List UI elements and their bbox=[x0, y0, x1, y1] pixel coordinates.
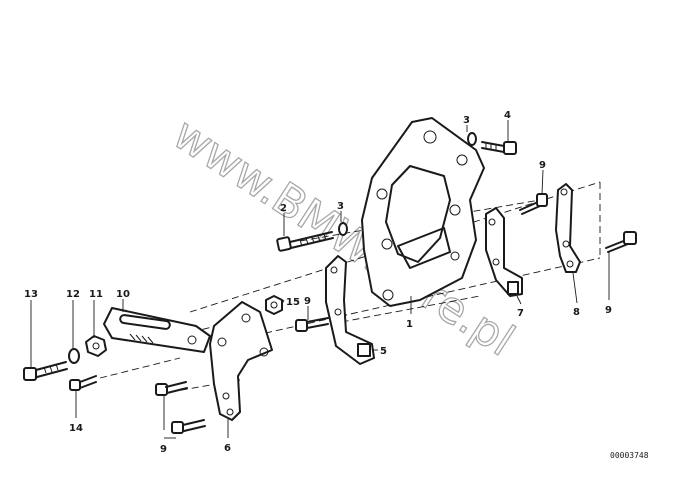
bolt-9d bbox=[155, 381, 206, 434]
nut-11 bbox=[85, 335, 107, 357]
callout-8: 8 bbox=[573, 307, 580, 318]
bolt-9b bbox=[605, 231, 637, 253]
bracket-5 bbox=[325, 255, 375, 365]
callout-12: 12 bbox=[66, 289, 80, 300]
callouts: 1 2 3 3 4 5 6 7 8 9 9 9 9 10 11 12 13 14… bbox=[24, 110, 612, 455]
washer-3a bbox=[338, 222, 348, 236]
callout-6: 6 bbox=[224, 443, 231, 454]
bolt-2 bbox=[276, 231, 334, 252]
bolt-4 bbox=[481, 141, 517, 155]
leader-lines bbox=[30, 120, 610, 439]
callout-9d: 9 bbox=[160, 444, 167, 455]
callout-15: 15 bbox=[286, 297, 300, 308]
washer-12 bbox=[68, 348, 80, 364]
washer-3b bbox=[467, 132, 477, 146]
callout-9a: 9 bbox=[539, 160, 546, 171]
callout-10: 10 bbox=[116, 289, 130, 300]
callout-1: 1 bbox=[406, 319, 413, 330]
callout-9c: 9 bbox=[304, 296, 311, 307]
bolt-9c bbox=[295, 317, 329, 332]
callout-11: 11 bbox=[89, 289, 103, 300]
callout-7: 7 bbox=[517, 308, 524, 319]
tension-strap-10 bbox=[103, 307, 211, 353]
callout-2: 2 bbox=[280, 203, 287, 214]
nut-15 bbox=[265, 295, 283, 315]
plate-6 bbox=[209, 301, 273, 421]
reference-number: 00003748 bbox=[610, 451, 649, 460]
bolt-9a bbox=[519, 193, 548, 215]
callout-14: 14 bbox=[69, 423, 83, 434]
callout-9b: 9 bbox=[605, 305, 612, 316]
bolt-13 bbox=[23, 361, 68, 381]
callout-3b: 3 bbox=[463, 115, 470, 126]
callout-4: 4 bbox=[504, 110, 511, 121]
main-bracket bbox=[361, 117, 485, 307]
callout-13: 13 bbox=[24, 289, 38, 300]
bracket-7 bbox=[485, 207, 523, 297]
bolt-14 bbox=[69, 375, 97, 391]
strap-8 bbox=[555, 183, 581, 273]
callout-3a: 3 bbox=[337, 201, 344, 212]
callout-5: 5 bbox=[380, 346, 387, 357]
